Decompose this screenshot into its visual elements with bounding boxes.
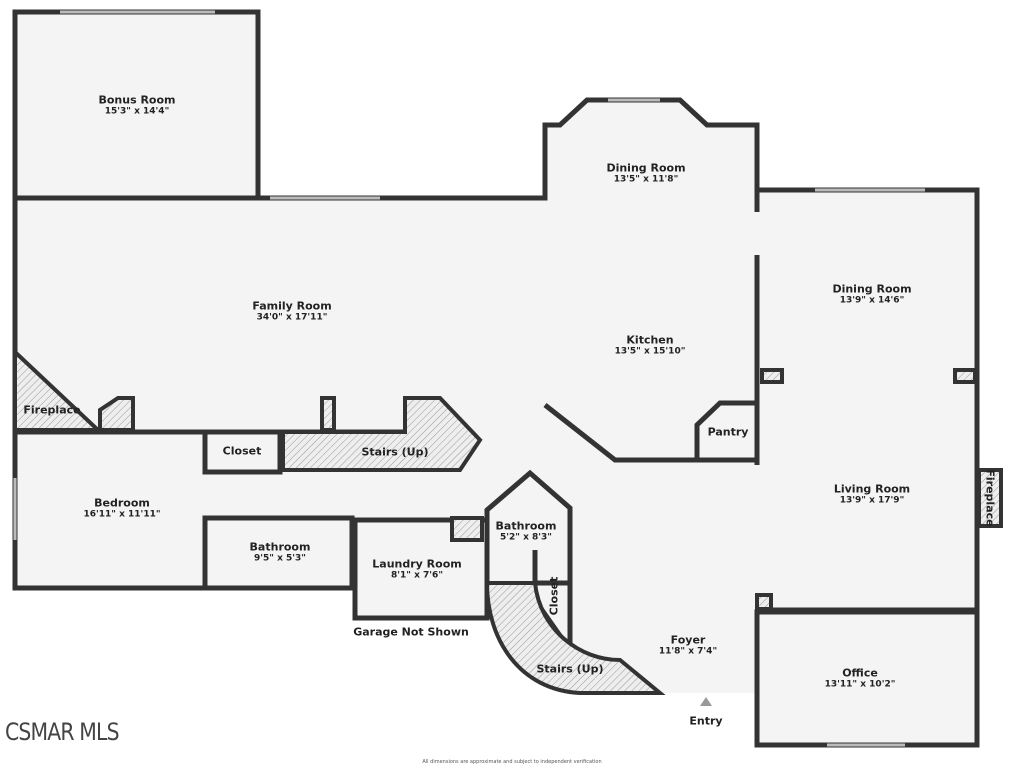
fireplace-right: Fireplace — [983, 469, 997, 527]
room-pantry: Pantry — [707, 425, 749, 439]
stairs-bottom-shape — [484, 581, 666, 695]
garage-note: Garage Not Shown — [353, 625, 469, 639]
fireplace-left: Fireplace — [23, 403, 81, 417]
room-closet-bottom: Closet — [547, 576, 561, 616]
fireplace-left-shape — [13, 347, 104, 432]
fireplace-right-shape — [977, 468, 1003, 528]
entry-label: Entry — [689, 714, 723, 728]
disclaimer: All dimensions are approximate and subje… — [422, 759, 602, 765]
left-wall — [12, 198, 355, 591]
stairs-bottom: Stairs (Up) — [536, 662, 604, 676]
csmar-mls-logo: CSMAR MLS — [5, 718, 120, 746]
entry-arrow-icon — [700, 697, 712, 706]
stairs-top: Stairs (Up) — [361, 445, 429, 459]
room-closet-top: Closet — [222, 444, 262, 458]
stairs-top-shape — [281, 396, 483, 472]
upper-wall — [15, 97, 760, 212]
